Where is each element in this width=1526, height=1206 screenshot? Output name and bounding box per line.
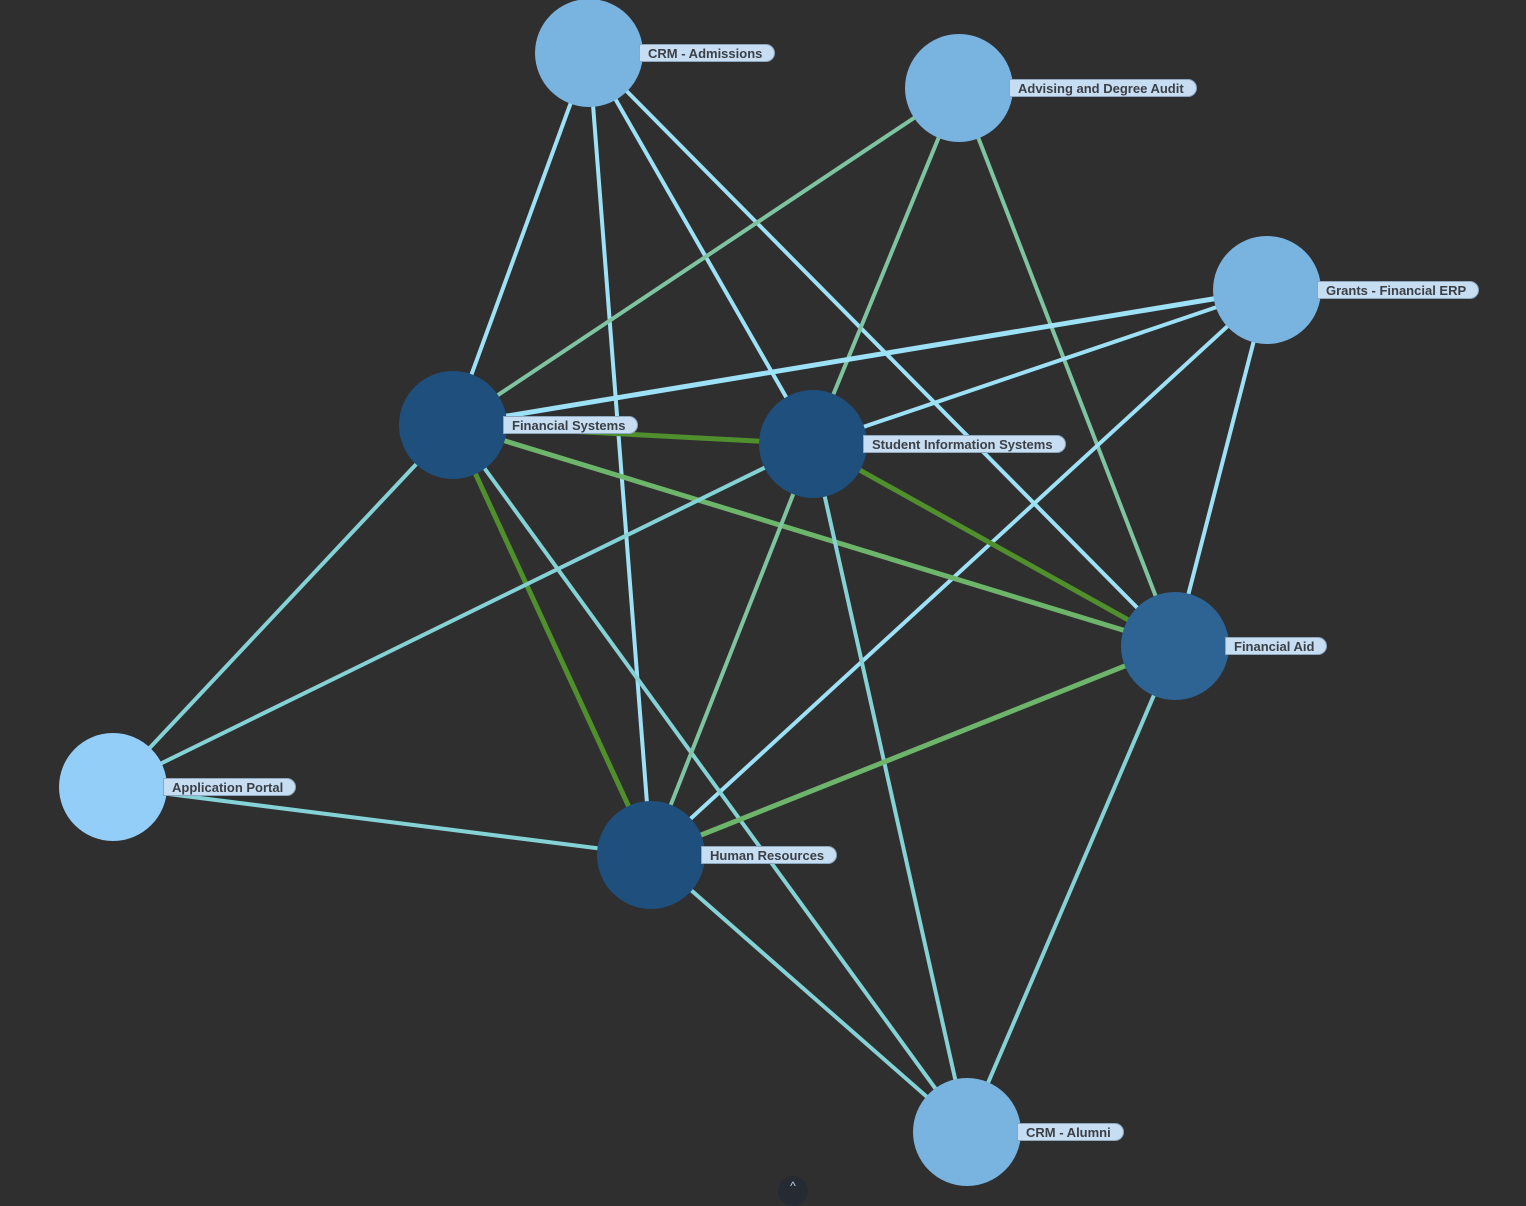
edge-financial-systems-crm-alumni[interactable] — [451, 423, 969, 1134]
edge-application-portal-human-resources[interactable] — [111, 785, 653, 857]
edges-layer — [111, 51, 1270, 1134]
edge-human-resources-crm-alumni[interactable] — [649, 853, 969, 1134]
edge-grants-financial-systems[interactable] — [450, 287, 1270, 428]
node-label-financial-aid[interactable]: Financial Aid — [1225, 637, 1328, 655]
edge-financial-systems-human-resources[interactable] — [450, 422, 654, 858]
edge-sis-financial-aid[interactable] — [810, 441, 1178, 649]
node-label-advising[interactable]: Advising and Degree Audit — [1009, 79, 1197, 97]
node-financial-aid[interactable] — [1121, 592, 1229, 700]
edge-grants-financial-aid[interactable] — [1173, 288, 1269, 648]
collapse-handle-button[interactable]: ^ — [778, 1176, 808, 1206]
node-grants[interactable] — [1213, 236, 1321, 344]
node-label-human-resources[interactable]: Human Resources — [701, 846, 838, 864]
edge-crm-admissions-sis[interactable] — [587, 51, 815, 446]
node-advising[interactable] — [905, 34, 1013, 142]
edge-financial-systems-application-portal[interactable] — [111, 423, 455, 789]
edge-advising-sis[interactable] — [811, 86, 961, 446]
edge-sis-crm-alumni[interactable] — [811, 442, 969, 1134]
node-crm-admissions[interactable] — [535, 0, 643, 107]
node-label-crm-admissions[interactable]: CRM - Admissions — [639, 44, 776, 62]
node-label-sis[interactable]: Student Information Systems — [863, 435, 1066, 453]
edge-financial-aid-crm-alumni[interactable] — [965, 644, 1177, 1134]
node-crm-alumni[interactable] — [913, 1078, 1021, 1186]
node-label-grants[interactable]: Grants - Financial ERP — [1317, 281, 1480, 299]
node-sis[interactable] — [759, 390, 867, 498]
node-label-crm-alumni[interactable]: CRM - Alumni — [1017, 1123, 1124, 1141]
edge-advising-financial-systems[interactable] — [451, 86, 961, 427]
node-financial-systems[interactable] — [399, 371, 507, 479]
edge-grants-human-resources[interactable] — [649, 288, 1269, 857]
edge-financial-aid-human-resources[interactable] — [648, 643, 1178, 858]
nodes-layer — [59, 0, 1321, 1186]
edge-financial-systems-financial-aid[interactable] — [450, 422, 1178, 649]
edge-advising-financial-aid[interactable] — [957, 86, 1177, 648]
node-label-application-portal[interactable]: Application Portal — [163, 778, 297, 796]
edge-crm-admissions-financial-systems[interactable] — [451, 51, 591, 427]
node-label-financial-systems[interactable]: Financial Systems — [503, 416, 639, 434]
edge-sis-human-resources[interactable] — [649, 442, 815, 857]
edge-sis-application-portal[interactable] — [111, 442, 815, 789]
edge-crm-admissions-financial-aid[interactable] — [587, 51, 1177, 648]
edge-crm-admissions-human-resources[interactable] — [587, 51, 653, 857]
edge-grants-sis[interactable] — [811, 288, 1269, 446]
chevron-up-icon: ^ — [790, 1179, 796, 1193]
node-application-portal[interactable] — [59, 733, 167, 841]
node-human-resources[interactable] — [597, 801, 705, 909]
